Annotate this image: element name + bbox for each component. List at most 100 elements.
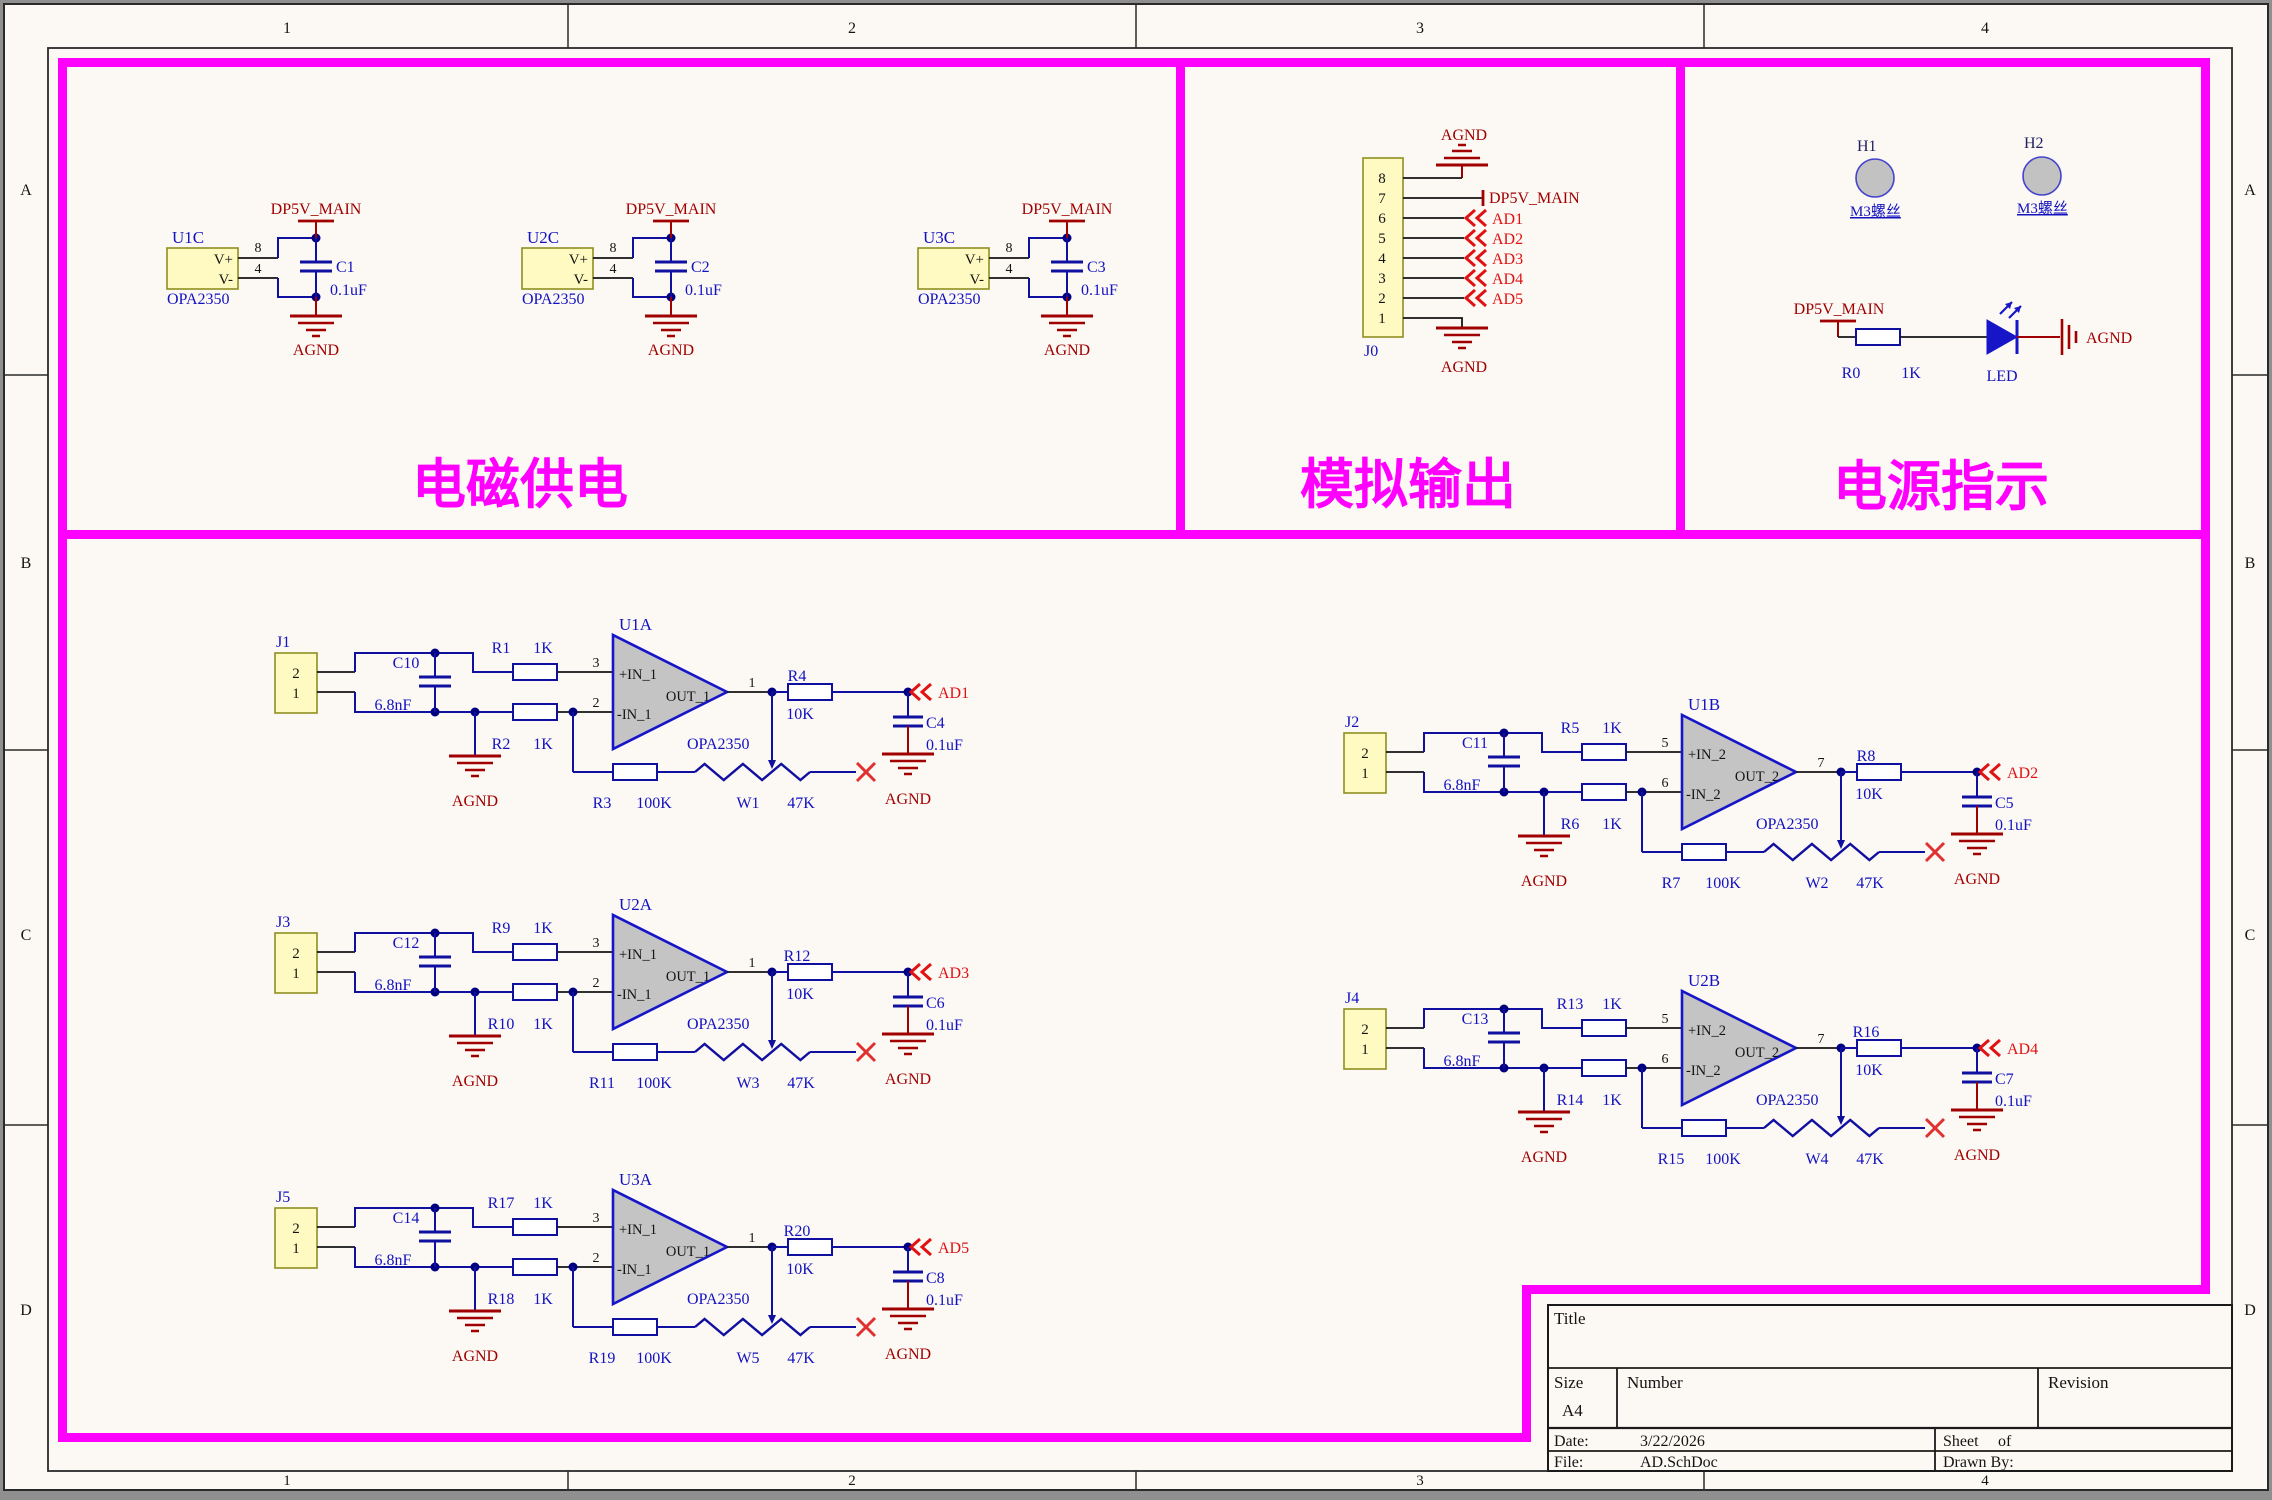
part-body[interactable] bbox=[917, 247, 990, 290]
wiper-arrow bbox=[1837, 840, 1845, 849]
value-label: 0.1uF bbox=[1995, 1093, 2032, 1110]
resistor-symbol[interactable] bbox=[1856, 1039, 1902, 1057]
wire[interactable] bbox=[1423, 772, 1582, 793]
ref-designator: J1 bbox=[276, 634, 290, 651]
wire[interactable] bbox=[1423, 1048, 1582, 1069]
resistor-symbol[interactable] bbox=[1581, 1059, 1627, 1077]
pin-number: 3 bbox=[593, 656, 600, 671]
wire[interactable] bbox=[354, 932, 513, 953]
resistor-symbol[interactable] bbox=[512, 1258, 558, 1276]
part-body[interactable] bbox=[166, 247, 239, 290]
wire[interactable] bbox=[855, 1041, 877, 1063]
resistor-symbol[interactable] bbox=[1581, 743, 1627, 761]
resistor-symbol[interactable] bbox=[1681, 1119, 1727, 1137]
resistor-symbol[interactable] bbox=[612, 763, 658, 781]
ref-designator: W5 bbox=[736, 1350, 759, 1367]
resistor-symbol[interactable] bbox=[1581, 783, 1627, 801]
resistor-symbol[interactable] bbox=[512, 663, 558, 681]
wire[interactable] bbox=[1423, 732, 1582, 753]
wire[interactable] bbox=[1028, 237, 1067, 258]
resistor-symbol[interactable] bbox=[787, 683, 833, 701]
potentiometer-symbol[interactable] bbox=[1763, 842, 1880, 862]
opamp-symbol[interactable] bbox=[611, 1187, 730, 1307]
wire[interactable] bbox=[1924, 1117, 1946, 1139]
resistor-symbol[interactable] bbox=[787, 1238, 833, 1256]
opamp-symbol[interactable] bbox=[1680, 988, 1799, 1108]
screw-hole-icon[interactable] bbox=[1855, 158, 1895, 198]
ref-designator: C5 bbox=[1995, 795, 2014, 812]
wire[interactable] bbox=[1028, 278, 1067, 298]
connector-body[interactable] bbox=[1343, 1008, 1387, 1070]
pin-number: 1 bbox=[749, 676, 756, 691]
potentiometer-symbol[interactable] bbox=[694, 1317, 811, 1337]
connector-body[interactable] bbox=[1343, 732, 1387, 794]
resistor-symbol[interactable] bbox=[1581, 1019, 1627, 1037]
date-label: Date: bbox=[1554, 1433, 1589, 1450]
connector-body[interactable] bbox=[274, 652, 318, 714]
resistor-symbol[interactable] bbox=[612, 1043, 658, 1061]
pin-name: OUT_2 bbox=[1735, 1045, 1779, 1061]
screw-hole-icon[interactable] bbox=[2022, 156, 2062, 196]
potentiometer-symbol[interactable] bbox=[694, 762, 811, 782]
zone-amplifier-border bbox=[1522, 1285, 2210, 1294]
resistor-symbol[interactable] bbox=[1856, 763, 1902, 781]
resistor-symbol[interactable] bbox=[1855, 328, 1901, 346]
resistor-symbol[interactable] bbox=[612, 1318, 658, 1336]
pin-number: 2 bbox=[1361, 746, 1369, 762]
wire[interactable] bbox=[354, 1207, 513, 1228]
wire[interactable] bbox=[354, 652, 513, 673]
ref-designator: R4 bbox=[788, 668, 807, 685]
frame-row-label: D bbox=[20, 1302, 32, 1319]
wire[interactable] bbox=[632, 237, 671, 258]
size-value: A4 bbox=[1562, 1401, 1583, 1420]
ref-designator: J4 bbox=[1345, 990, 1359, 1007]
screw-label: M3螺丝 bbox=[1850, 203, 1901, 220]
power-net-label: DP5V_MAIN bbox=[1489, 190, 1580, 207]
sheet-outer-border bbox=[3, 3, 2269, 1491]
wire[interactable] bbox=[632, 278, 671, 298]
wire[interactable] bbox=[1423, 1008, 1582, 1029]
connector-body[interactable] bbox=[274, 1207, 318, 1269]
zone-power-indicator-border bbox=[1676, 58, 2210, 67]
ref-designator: J3 bbox=[276, 914, 290, 931]
analog-output-connector[interactable]: AGNDJ087654321DP5V_MAINAD1AD2AD3AD4AD5AG… bbox=[1362, 127, 1580, 376]
wire[interactable] bbox=[1924, 841, 1946, 863]
resistor-symbol[interactable] bbox=[512, 703, 558, 721]
ref-designator: U2C bbox=[527, 228, 559, 247]
resistor-symbol[interactable] bbox=[1681, 843, 1727, 861]
wire[interactable] bbox=[855, 761, 877, 783]
connector-body[interactable] bbox=[1362, 157, 1404, 338]
wire[interactable] bbox=[354, 692, 513, 713]
wire[interactable] bbox=[855, 1316, 877, 1338]
wire[interactable] bbox=[1403, 317, 1463, 328]
resistor-symbol[interactable] bbox=[512, 983, 558, 1001]
net-flag-icon bbox=[908, 682, 932, 702]
opamp-symbol[interactable] bbox=[611, 912, 730, 1032]
pin-number: 4 bbox=[255, 262, 262, 277]
opamp-symbol[interactable] bbox=[1680, 712, 1799, 832]
value-label: 6.8nF bbox=[1444, 777, 1481, 794]
wire[interactable] bbox=[354, 1247, 513, 1268]
wire[interactable] bbox=[277, 278, 316, 298]
resistor-symbol[interactable] bbox=[787, 963, 833, 981]
opamp-symbol[interactable] bbox=[611, 632, 730, 752]
resistor-symbol[interactable] bbox=[512, 943, 558, 961]
wire[interactable] bbox=[277, 237, 316, 258]
wire[interactable] bbox=[354, 972, 513, 993]
connector-body[interactable] bbox=[274, 932, 318, 994]
potentiometer-symbol[interactable] bbox=[694, 1042, 811, 1062]
part-body[interactable] bbox=[521, 247, 594, 290]
potentiometer-symbol[interactable] bbox=[1763, 1118, 1880, 1138]
pin-number: 1 bbox=[1361, 766, 1369, 782]
resistor-symbol[interactable] bbox=[512, 1218, 558, 1236]
